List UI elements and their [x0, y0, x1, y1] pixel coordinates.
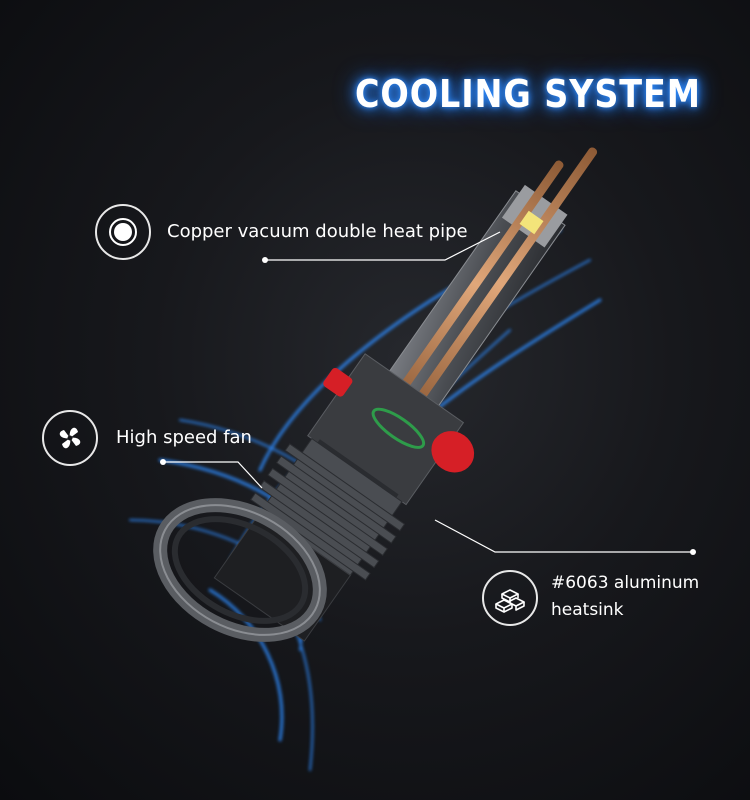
heatsink-label-line2: heatsink [551, 600, 624, 620]
aluminum-blocks-icon [482, 570, 538, 626]
heat-pipe-label: Copper vacuum double heat pipe [167, 221, 468, 242]
copper-pipe-2 [403, 147, 598, 420]
circle-dot-icon [95, 204, 151, 260]
led-chip [519, 210, 544, 235]
red-cap-top [323, 367, 353, 397]
bulb-body [213, 147, 598, 642]
page-title: COOLING SYSTEM [355, 72, 701, 116]
retaining-ring [153, 498, 327, 642]
copper-pipe-1 [387, 160, 564, 409]
fan-icon [42, 410, 98, 466]
callout-lines [163, 231, 693, 553]
fan-label: High speed fan [116, 427, 252, 448]
heatsink-fins [250, 437, 406, 581]
callout-dots [160, 257, 696, 555]
heatsink-label-line1: #6063 aluminum [551, 573, 700, 593]
red-cap-bottom [431, 431, 475, 473]
